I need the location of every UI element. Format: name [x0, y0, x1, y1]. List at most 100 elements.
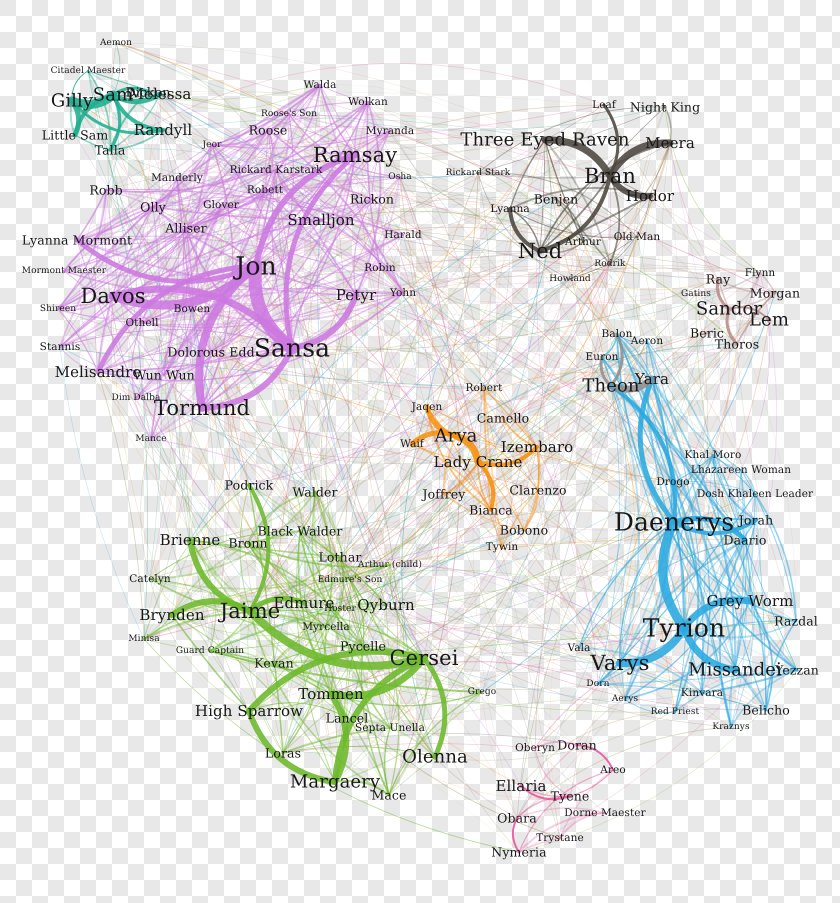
- graph-node-label[interactable]: Robert: [465, 382, 503, 394]
- graph-node-label[interactable]: Edmure's Son: [317, 575, 383, 585]
- graph-node-label[interactable]: Lady Crane: [433, 453, 523, 471]
- graph-node-label[interactable]: Olly: [140, 199, 166, 215]
- graph-node-label[interactable]: Bobono: [499, 522, 549, 538]
- graph-node-label[interactable]: Mormont Maester: [21, 266, 107, 276]
- graph-node-label[interactable]: Lhazareen Woman: [690, 464, 792, 476]
- graph-node-label[interactable]: Rodrik: [594, 259, 626, 269]
- graph-node-label[interactable]: Dorn: [586, 679, 610, 689]
- graph-node-label[interactable]: Yezzan: [775, 662, 819, 678]
- graph-node-label[interactable]: Robett: [246, 184, 284, 196]
- graph-node-label[interactable]: Grego: [467, 687, 497, 697]
- graph-node-label[interactable]: Meera: [645, 134, 695, 152]
- graph-node-label[interactable]: Mace: [371, 787, 407, 803]
- graph-node-label[interactable]: Manderly: [151, 172, 203, 184]
- graph-node-label[interactable]: Trystane: [536, 832, 584, 844]
- graph-node-label[interactable]: Khal Moro: [684, 449, 742, 461]
- graph-node-label[interactable]: Obara: [497, 810, 537, 826]
- graph-node-label[interactable]: Camello: [476, 410, 530, 426]
- graph-node-label[interactable]: Jeor: [202, 140, 222, 150]
- graph-node-label[interactable]: Stannis: [39, 341, 81, 353]
- graph-node-label[interactable]: Tywin: [485, 541, 519, 553]
- graph-node-label[interactable]: Ramsay: [312, 143, 398, 167]
- graph-node-label[interactable]: Izembaro: [500, 438, 574, 456]
- graph-node-label[interactable]: Hoster: [324, 604, 356, 614]
- graph-node-label[interactable]: Benjen: [533, 191, 579, 207]
- graph-node-label[interactable]: Edmure: [273, 594, 335, 612]
- graph-node-label[interactable]: Night King: [629, 99, 701, 115]
- graph-node-label[interactable]: Osha: [388, 172, 412, 182]
- graph-node-label[interactable]: Doran: [557, 737, 597, 753]
- graph-node-label[interactable]: Lem: [749, 309, 789, 331]
- graph-node-label[interactable]: Oberyn: [515, 742, 555, 754]
- graph-node-label[interactable]: Loras: [264, 745, 302, 761]
- graph-node-label[interactable]: Ned: [517, 239, 563, 263]
- graph-node-label[interactable]: Tommen: [298, 685, 364, 703]
- graph-node-label[interactable]: Lyanna: [490, 203, 530, 215]
- graph-node-label[interactable]: Melisandre: [54, 363, 142, 381]
- graph-node-label[interactable]: Daario: [723, 532, 767, 548]
- graph-node-label[interactable]: Podrick: [224, 477, 274, 493]
- graph-node-label[interactable]: Bronn: [228, 535, 268, 551]
- graph-node-label[interactable]: Lothar: [318, 549, 362, 565]
- graph-node-label[interactable]: Theon: [582, 375, 640, 397]
- graph-node-label[interactable]: Roose: [248, 122, 288, 138]
- graph-node-label[interactable]: Dickon: [125, 84, 171, 100]
- graph-node-label[interactable]: Dorne Maester: [564, 807, 646, 819]
- graph-node-label[interactable]: Jon: [235, 251, 277, 281]
- graph-node-label[interactable]: Arya: [434, 425, 478, 447]
- graph-node-label[interactable]: Hodor: [625, 187, 675, 205]
- graph-node-label[interactable]: Pycelle: [340, 638, 386, 654]
- graph-node-label[interactable]: Varys: [590, 651, 650, 675]
- graph-node-label[interactable]: Morgan: [749, 285, 801, 301]
- graph-node-label[interactable]: Mance: [135, 434, 167, 444]
- graph-node-label[interactable]: Margaery: [289, 771, 381, 793]
- graph-node-label[interactable]: Yohn: [389, 287, 417, 299]
- graph-node-label[interactable]: Guard Captain: [175, 646, 245, 656]
- graph-node-label[interactable]: Areo: [600, 764, 626, 776]
- graph-node-label[interactable]: Beric: [689, 325, 725, 341]
- graph-node-label[interactable]: Rickon: [349, 191, 395, 207]
- graph-node-label[interactable]: Arthur (child): [358, 560, 422, 570]
- graph-node-label[interactable]: Euron: [585, 351, 619, 363]
- graph-node-label[interactable]: Jaqen: [411, 401, 443, 413]
- graph-node-label[interactable]: Melessa: [128, 85, 192, 103]
- graph-node-label[interactable]: Gatins: [680, 289, 712, 299]
- graph-node-label[interactable]: Flynn: [744, 267, 776, 279]
- graph-node-label[interactable]: Dolorous Edd: [167, 344, 255, 360]
- graph-node-label[interactable]: Clarenzo: [509, 482, 567, 498]
- graph-node-label[interactable]: Joffrey: [422, 486, 466, 502]
- graph-node-label[interactable]: Olenna: [402, 746, 468, 768]
- graph-node-label[interactable]: Ellaria: [495, 777, 547, 795]
- graph-node-label[interactable]: Glover: [203, 199, 239, 211]
- graph-node-label[interactable]: Howland: [549, 274, 591, 284]
- graph-node-label[interactable]: Sam: [92, 84, 134, 106]
- graph-node-label[interactable]: Robin: [364, 262, 396, 274]
- graph-node-label[interactable]: Wun Wun: [133, 367, 195, 383]
- graph-node-label[interactable]: Jorah: [738, 512, 774, 528]
- graph-node-label[interactable]: Shireen: [39, 304, 77, 314]
- graph-node-label[interactable]: Three Eyed Raven: [460, 129, 630, 151]
- graph-node-label[interactable]: Yara: [634, 370, 670, 388]
- graph-node-label[interactable]: Catelyn: [129, 573, 171, 585]
- graph-node-label[interactable]: Razdal: [774, 613, 818, 629]
- graph-node-label[interactable]: Othell: [125, 317, 159, 329]
- graph-node-label[interactable]: Minisa: [128, 634, 160, 644]
- graph-node-label[interactable]: Red Priest: [650, 707, 700, 717]
- graph-node-label[interactable]: Smalljon: [287, 211, 355, 229]
- graph-node-label[interactable]: Bran: [584, 164, 636, 188]
- graph-node-label[interactable]: Walda: [303, 79, 337, 91]
- graph-node-label[interactable]: Citadel Maester: [50, 66, 126, 76]
- graph-node-label[interactable]: Rickard Stark: [445, 168, 511, 178]
- graph-node-label[interactable]: Roose's Son: [261, 109, 317, 119]
- graph-node-label[interactable]: High Sparrow: [194, 702, 304, 720]
- graph-node-label[interactable]: Septa Unella: [355, 722, 425, 734]
- graph-node-label[interactable]: Dim Dalba: [111, 393, 161, 403]
- graph-node-label[interactable]: Sandor: [695, 298, 763, 320]
- graph-node-label[interactable]: Old Man: [613, 231, 661, 243]
- graph-node-label[interactable]: Drogo: [656, 476, 690, 488]
- graph-node-label[interactable]: Little Sam: [41, 127, 109, 143]
- graph-node-label[interactable]: Brynden: [139, 606, 205, 624]
- graph-node-label[interactable]: Daenerys: [613, 507, 735, 537]
- graph-node-label[interactable]: Gilly: [50, 90, 94, 112]
- graph-node-label[interactable]: Kevan: [254, 655, 294, 671]
